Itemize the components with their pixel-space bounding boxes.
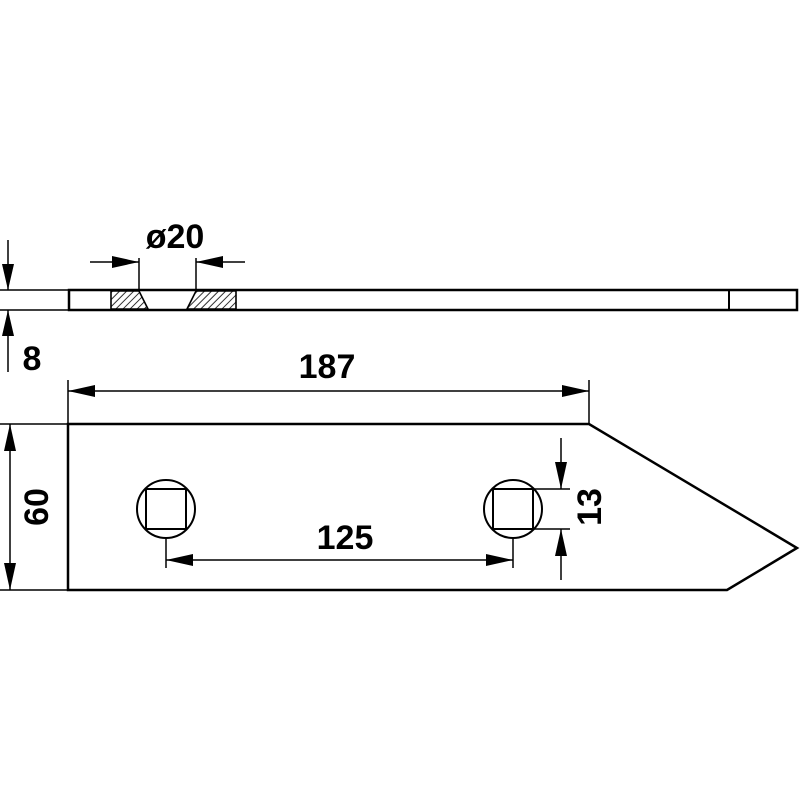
height-dimension: 60 [0, 423, 68, 591]
hole-section-right-hatch [185, 290, 237, 310]
side-view [67, 258, 799, 312]
thickness-label: 8 [23, 340, 42, 378]
hole-diameter-dimension: ø20 [90, 218, 245, 268]
mounting-hole-left [136, 479, 196, 539]
hole-section-left-hatch [110, 290, 150, 310]
square-hole-right [492, 488, 534, 530]
side-view-outline [67, 288, 799, 312]
hole-spacing-dimension: 125 [165, 519, 514, 568]
square-hole-label: 13 [571, 488, 609, 526]
height-label: 60 [18, 488, 56, 526]
blade-outline [66, 422, 800, 592]
top-view [66, 422, 800, 592]
square-hole-dimension: 13 [533, 438, 609, 580]
overall-length-dimension: 187 [67, 348, 590, 424]
thickness-dimension: 8 [0, 240, 69, 378]
overall-length-label: 187 [299, 348, 356, 386]
square-hole-left [145, 488, 187, 530]
hole-spacing-label: 125 [317, 519, 374, 557]
hole-diameter-label: ø20 [146, 218, 205, 256]
